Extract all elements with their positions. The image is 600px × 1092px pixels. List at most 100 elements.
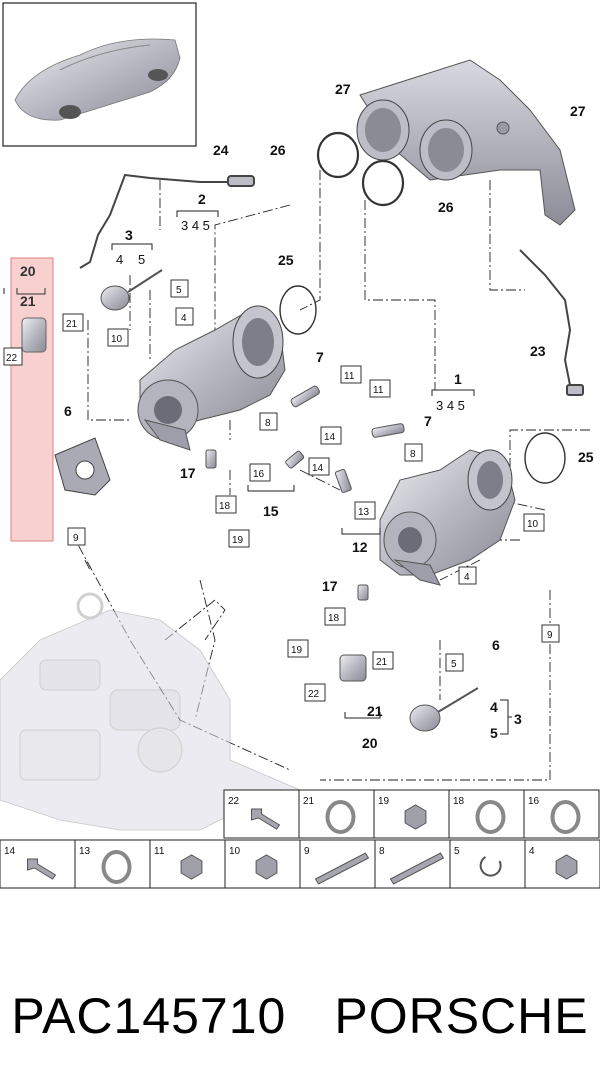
legend-cell-16: 16 [523,789,600,839]
callout-2-sub: 3 4 5 [181,218,210,233]
legend-part-icon-5 [479,856,502,877]
box-14-mid: 14 [312,463,324,474]
callout-25-top: 25 [278,252,294,268]
box-19-bottom: 19 [291,645,303,656]
legend-part-icon-8 [389,852,445,885]
engine-block [0,592,302,831]
small-fittings [205,385,405,682]
legend-label-21: 21 [303,796,315,807]
callout-21-highlight: 21 [20,293,36,309]
box-11-top: 11 [344,371,355,382]
box-9-right: 9 [547,630,553,641]
legend-cell-21: 21 [298,789,375,839]
legend-label-16: 16 [528,796,540,807]
callout-23: 23 [530,343,546,359]
exhaust-downpipes [356,59,576,226]
box-11-right: 11 [373,385,384,396]
legend-label-5: 5 [454,846,460,857]
legend-part-icon-14 [27,858,57,880]
box-18-bottom: 18 [328,613,340,624]
callout-12: 12 [352,539,368,555]
callout-17-top: 17 [180,465,196,481]
box-19-top: 19 [232,535,244,546]
legend-label-4: 4 [529,846,535,857]
legend-cell-10: 10 [224,839,301,889]
callout-7-top: 7 [316,349,324,365]
turbocharger-left [137,305,286,451]
box-8-right: 8 [410,449,416,460]
o-rings [279,285,566,484]
callout-20-highlight: 20 [20,263,36,279]
box-4-top: 4 [181,313,187,324]
callout-5-right: 5 [490,725,498,741]
callout-15: 15 [263,503,279,519]
box-13: 13 [358,507,370,518]
legend-cell-18: 18 [448,789,525,839]
legend-cell-5: 5 [449,839,526,889]
clamp-rings [316,131,405,207]
callout-26-left: 26 [270,142,286,158]
legend-part-icon-4 [555,854,578,880]
legend-part-icon-9 [314,852,370,885]
callout-27-right: 27 [570,103,586,119]
brand-name: PORSCHE [334,988,589,1044]
box-16: 16 [253,469,265,480]
wastegate-actuators [100,269,479,732]
legend-part-icon-10 [255,854,278,880]
callout-brackets [3,210,512,735]
part-number: PAC145710 [11,988,287,1044]
box-10-left: 10 [111,334,123,345]
callout-6-right: 6 [492,637,500,653]
box-4-right: 4 [464,572,470,583]
footer: PAC145710 PORSCHE [0,976,600,1056]
legend-part-icon-11 [180,854,203,880]
legend-label-19: 19 [378,796,390,807]
box-22-bottom: 22 [308,689,320,700]
legend-label-10: 10 [229,846,241,857]
boxed-callouts: 5 4 21 10 11 11 8 14 8 16 14 18 13 10 19… [62,279,560,702]
legend-cell-14: 14 [0,839,76,889]
legend-label-11: 11 [154,846,165,857]
legend-label-18: 18 [453,796,465,807]
callout-20-bottom: 20 [362,735,378,751]
callout-17-bottom: 17 [322,578,338,594]
callout-2: 2 [198,191,206,207]
legend-part-icon-22 [251,808,281,830]
oxygen-sensors [79,173,584,396]
callout-24: 24 [213,142,229,158]
legend-part-icon-21 [325,800,356,834]
callout-1: 1 [454,371,462,387]
legend-label-9: 9 [304,846,310,857]
legend-part-icon-18 [475,800,506,834]
box-14-top: 14 [324,432,336,443]
box-10-right: 10 [527,519,539,530]
turbocharger-right [379,449,516,586]
legend-cell-13: 13 [74,839,151,889]
legend-part-icon-16 [550,800,581,834]
box-22-highlight: 22 [6,353,18,364]
callout-27-left: 27 [335,81,351,97]
gasket [54,437,111,496]
legend-part-icon-19 [404,804,427,830]
callout-3-sub4: 4 [116,252,123,267]
callout-26-right: 26 [438,199,454,215]
callout-7-right: 7 [424,413,432,429]
box-21-bottom: 21 [376,657,388,668]
callout-6-left: 6 [64,403,72,419]
legend-cell-9: 9 [299,839,376,889]
box-5-bottom: 5 [451,659,457,670]
legend-label-22: 22 [228,796,240,807]
box-8-top: 8 [265,418,271,429]
box-5-top: 5 [176,285,182,296]
highlight-assembly-20-21: 20 21 22 [3,257,54,542]
callout-3-top: 3 [125,227,133,243]
legend-label-8: 8 [379,846,385,857]
legend-label-14: 14 [4,846,16,857]
callout-25-right: 25 [578,449,594,465]
legend-part-icon-13 [101,850,132,884]
callout-3-right: 3 [514,711,522,727]
legend-cell-19: 19 [373,789,450,839]
legend-cell-4: 4 [524,839,600,889]
